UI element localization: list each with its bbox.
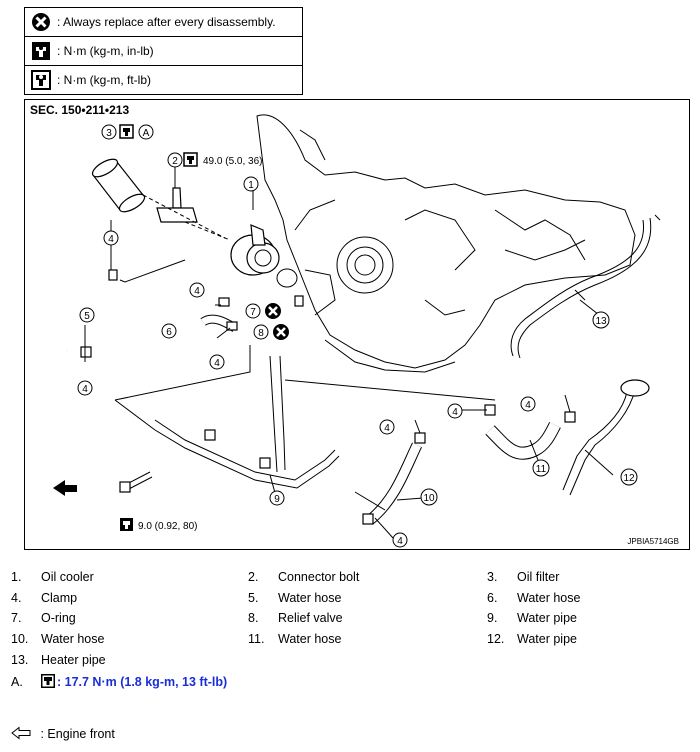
note-a-label: A. [11, 675, 23, 689]
callout-4: 4 [209, 354, 225, 370]
callout-10: 10 [420, 488, 438, 506]
torque-ft-lb-icon [183, 152, 198, 167]
torque-ft-lb-icon [41, 674, 55, 688]
symbol-legend: : Always replace after every disassembly… [24, 7, 303, 95]
oil-filter [91, 158, 146, 213]
svg-text:6: 6 [166, 327, 172, 338]
figure-code: JPBIA5714GB [627, 537, 679, 546]
svg-text:4: 4 [384, 423, 390, 434]
engine-front-label: : Engine front [40, 727, 115, 741]
legend-row-torque-ft-lb: : N·m (kg-m, ft-lb) [25, 66, 302, 94]
svg-text:13: 13 [595, 316, 607, 327]
svg-text:4: 4 [525, 400, 531, 411]
legend-text: : N·m (kg-m, ft-lb) [57, 73, 151, 87]
torque-in-lb-icon [120, 518, 133, 531]
callout-4: 4 [520, 396, 536, 412]
callout-12: 12 [620, 468, 638, 486]
callout-a: A [138, 124, 154, 140]
exploded-diagram: 1 2 3 4 4 4 4 4 4 4 4 5 6 7 8 9 10 11 12… [24, 99, 690, 550]
legend-row-torque-in-lb: : N·m (kg-m, in-lb) [25, 37, 302, 66]
callout-7: 7 [245, 303, 261, 319]
svg-text:4: 4 [397, 536, 403, 547]
svg-text:8: 8 [258, 328, 264, 339]
svg-text:12: 12 [623, 473, 635, 484]
replace-icon [265, 303, 281, 319]
water-pipe-9 [154, 355, 340, 489]
callout-4: 4 [103, 230, 119, 246]
torque-ft-lb-icon [31, 70, 51, 90]
svg-text:A: A [143, 128, 150, 139]
svg-text:4: 4 [194, 286, 200, 297]
callout-4: 4 [447, 403, 463, 419]
torque-value-bolt: 9.0 (0.92, 80) [138, 521, 197, 532]
engine-front-arrow [53, 480, 77, 496]
legend-row-replace: : Always replace after every disassembly… [25, 8, 302, 37]
torque-in-lb-icon [32, 42, 50, 60]
relief-valve [294, 295, 304, 307]
svg-text:4: 4 [214, 358, 220, 369]
svg-text:11: 11 [536, 464, 547, 475]
o-ring [276, 268, 298, 288]
torque-value-connector-bolt: 49.0 (5.0, 36) [203, 156, 262, 167]
water-pipe-12 [562, 379, 650, 496]
svg-text:4: 4 [452, 407, 458, 418]
legend-text: : Always replace after every disassembly… [57, 15, 276, 29]
svg-text:7: 7 [250, 307, 256, 318]
heater-pipe [510, 214, 661, 359]
svg-text:9: 9 [274, 494, 280, 505]
svg-text:3: 3 [106, 128, 112, 139]
callout-8: 8 [253, 324, 269, 340]
callout-4: 4 [77, 380, 93, 396]
clamps [80, 269, 576, 525]
callout-6: 6 [161, 323, 177, 339]
torque-ft-lb-icon [119, 124, 134, 139]
callout-13: 13 [592, 311, 610, 329]
engine-block [256, 114, 636, 373]
svg-text:10: 10 [423, 493, 435, 504]
svg-text:4: 4 [82, 384, 88, 395]
callout-4: 4 [379, 419, 395, 435]
replace-icon [273, 324, 289, 340]
leader-lines [84, 190, 614, 539]
note-a: A. : 17.7 N·m (1.8 kg-m, 13 ft-lb) [11, 674, 227, 689]
svg-text:5: 5 [84, 311, 90, 322]
legend-text: : N·m (kg-m, in-lb) [57, 44, 154, 58]
note-a-torque: : 17.7 N·m (1.8 kg-m, 13 ft-lb) [57, 675, 228, 689]
callout-9: 9 [269, 490, 285, 506]
arrow-left-outline-icon [11, 726, 31, 740]
svg-text:2: 2 [172, 156, 178, 167]
diagram-drawing: 1 2 3 4 4 4 4 4 4 4 4 5 6 7 8 9 10 11 12… [41, 114, 661, 548]
callout-11: 11 [532, 459, 550, 477]
section-number: SEC. 150•211•213 [30, 103, 130, 117]
engine-front-note: : Engine front [11, 726, 115, 741]
callout-5: 5 [79, 307, 95, 323]
callout-4: 4 [189, 282, 205, 298]
svg-text:1: 1 [248, 180, 254, 191]
callout-2: 2 [167, 152, 183, 168]
svg-text:4: 4 [108, 234, 114, 245]
bolt [119, 471, 153, 493]
oil-cooler [230, 224, 280, 276]
callout-4: 4 [392, 532, 408, 548]
callout-3: 3 [101, 124, 117, 140]
replace-icon [32, 13, 50, 31]
callout-1: 1 [243, 176, 259, 192]
